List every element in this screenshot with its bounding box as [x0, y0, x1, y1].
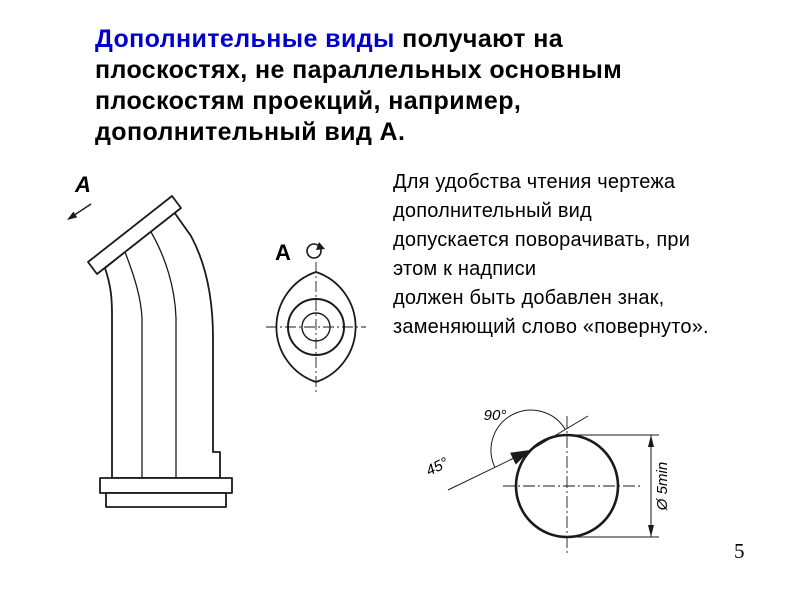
- body-line: этом к надписи: [393, 258, 537, 280]
- body-line: заменяющий слово «повернуто».: [393, 316, 709, 338]
- title-line-1: Дополнительные виды получают на: [95, 24, 622, 55]
- rotation-symbol-circle: [306, 243, 322, 259]
- title-line-1-rest: получают на: [394, 25, 564, 53]
- pipe-inner-contour: [124, 251, 143, 478]
- angle-arc: [490, 409, 566, 468]
- arrow-edge-line: [530, 415, 589, 451]
- sign-arrowhead: [510, 449, 531, 465]
- aux-view-label: А: [275, 240, 291, 265]
- sign-circle: [514, 433, 620, 539]
- angle-90-label: 90°: [484, 407, 507, 424]
- pipe-inner-contour: [150, 231, 177, 478]
- title-line-3: плоскостям проекций, например,: [95, 87, 522, 115]
- diameter-label: Ø 5min: [654, 462, 671, 511]
- body-text: Для удобства чтения чертежа дополнительн…: [393, 168, 709, 342]
- dimension-arrow-top: [648, 435, 654, 447]
- body-line: должен быть добавлен знак,: [393, 287, 665, 309]
- title-line-2: плоскостях, не параллельных основным: [95, 56, 623, 84]
- base-flange-lower: [105, 492, 227, 508]
- angle-45-label: 45°: [423, 454, 451, 479]
- dimension-arrow-bottom: [648, 525, 654, 537]
- auxiliary-view-drawing: А: [266, 240, 366, 392]
- page-number: 5: [734, 539, 745, 563]
- base-flange-upper: [99, 477, 233, 494]
- inclined-flange: [87, 195, 182, 275]
- body-line: дополнительный вид: [393, 200, 592, 222]
- pipe-elbow-drawing: А: [67, 172, 233, 508]
- body-line: Для удобства чтения чертежа: [393, 171, 676, 193]
- title-line-4: дополнительный вид А.: [95, 118, 406, 146]
- rotated-sign-spec-drawing: 90° 45° Ø 5min: [423, 407, 671, 554]
- view-direction-label: А: [74, 172, 91, 197]
- title-highlight: Дополнительные виды: [95, 25, 395, 53]
- slide-title: Дополнительные виды получают на плоскост…: [95, 24, 622, 148]
- rotation-symbol-arrow: [316, 242, 325, 250]
- view-arrow-head: [67, 211, 78, 220]
- body-line: допускается поворачивать, при: [393, 229, 691, 251]
